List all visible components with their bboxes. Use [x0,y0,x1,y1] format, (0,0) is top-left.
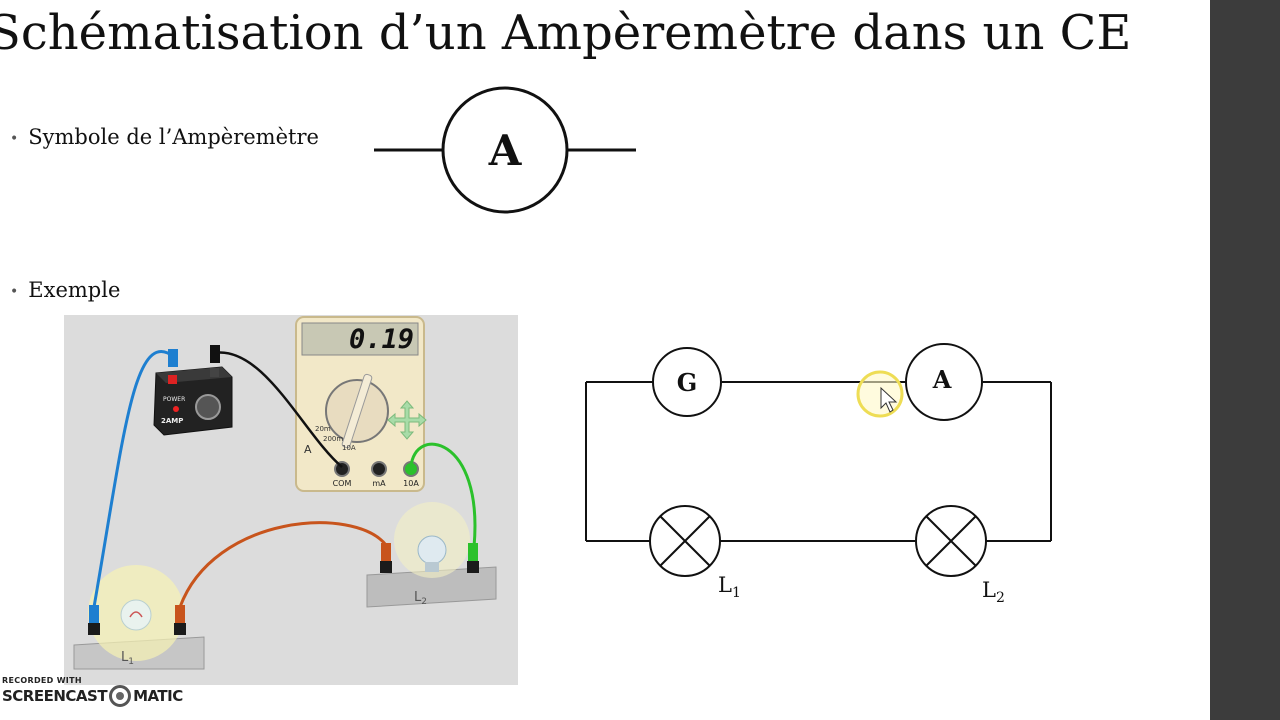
range-label-10a: 10A [342,444,356,452]
jack-label-com: COM [333,479,352,488]
terminal-bulb1-right [174,623,186,635]
bullet-example: • Exemple [10,278,120,302]
multimeter-reading: 0.19 [349,324,414,355]
watermark-brand-right: MATIC [133,687,183,705]
ammeter-circuit-symbol [905,343,983,421]
bullet-example-text: Exemple [28,278,121,302]
lamp-l1-symbol [649,505,721,577]
terminal-bulb1-left [88,623,100,635]
range-label-200m: 200m [323,435,343,443]
clip-orange-bulb2[interactable] [381,543,391,561]
symbol-circle [441,86,569,214]
move-arrows-icon[interactable] [387,400,427,440]
screencast-logo-icon [109,685,132,707]
bulb-2-socket [425,562,439,572]
lamp-l2-symbol [915,505,987,577]
wire-black[interactable] [213,351,343,468]
bulb-1-label: L1 [121,650,134,667]
mouse-cursor-icon [880,386,898,413]
power-supply[interactable] [153,366,233,436]
bullet-symbol: • Symbole de l’Ampèremètre [10,125,319,149]
bulb-2-label: L2 [414,590,427,607]
terminal-bulb2-right [467,561,479,573]
clip-black-top[interactable] [210,345,220,363]
multimeter-display [301,322,419,356]
bulb-1 [120,599,152,631]
supply-power-led [173,406,179,412]
generator-label: G [677,368,698,397]
ammeter-circuit-label: A [932,365,952,394]
multimeter-dial-pointer[interactable] [341,373,373,449]
supply-knob[interactable] [195,394,221,420]
simulation-canvas: 0.19 20m 200m 10A A COM mA 10A [73,316,497,670]
meter-mode-label: A [304,443,312,456]
clip-green-bulb2[interactable] [468,543,478,561]
bullet-symbol-text: Symbole de l’Ampèremètre [28,125,319,149]
clip-blue-top[interactable] [168,349,178,367]
symbol-letter: A [488,126,523,175]
supply-rating-label: 2AMP [161,417,183,425]
jack-label-10a: 10A [403,479,419,488]
supply-red-terminal [168,375,177,384]
cursor-highlight [856,370,904,418]
wire-green[interactable] [409,442,477,548]
circuit-diagram: G A L1 L2 [585,343,1052,606]
lamp-l2-label: L2 [982,578,1005,606]
clip-blue-bulb1[interactable] [89,605,99,623]
bulb-2 [417,535,447,565]
slide-title: Schématisation d’un Ampèremètre dans un … [0,5,1132,61]
watermark-brand-left: SCREENCAST [2,687,108,705]
generator-symbol [652,347,722,417]
right-side-panel [1210,0,1280,720]
wire-blue[interactable] [92,350,175,608]
slide: Schématisation d’un Ampèremètre dans un … [0,5,1132,707]
watermark-line1: RECORDED WITH [2,676,82,685]
wire-orange[interactable] [178,521,388,608]
jack-ma[interactable] [371,461,387,477]
lamp-l1-label: L1 [718,573,741,601]
jack-label-ma: mA [372,479,386,488]
supply-power-label: POWER [163,396,185,403]
bullet-dot-icon: • [10,130,19,147]
supply-black-terminal [210,368,219,377]
bullet-dot-icon: • [10,283,19,300]
ammeter-symbol: A [374,86,636,214]
circuit-simulation: 0.19 20m 200m 10A A COM mA 10A [64,315,518,685]
clip-orange-bulb1[interactable] [175,605,185,623]
range-label-20m: 20m [315,425,331,433]
terminal-bulb2-left [380,561,392,573]
screencast-watermark: RECORDED WITH SCREENCAST MATIC [2,676,183,707]
